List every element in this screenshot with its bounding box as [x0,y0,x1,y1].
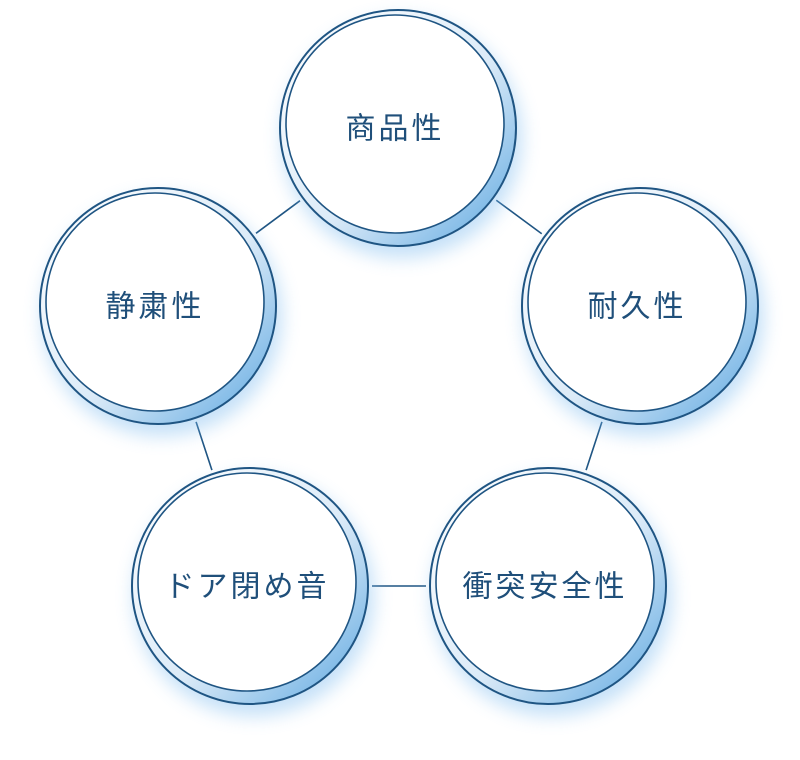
node-inner-disc [285,14,505,234]
node-inner-disc [527,192,747,412]
connector-quietness-marketability [255,200,301,234]
node-label: 商品性 [346,112,445,147]
node-inner-disc [45,192,265,412]
node-inner-disc [137,472,357,692]
connector-durability-crash-safety [585,421,603,471]
node-quietness: 静粛性 [39,187,282,436]
node-label: 静粛性 [106,290,205,325]
connector-marketability-durability [495,199,543,235]
node-marketability: 商品性 [279,9,522,258]
node-label: 耐久性 [588,290,687,325]
node-durability: 耐久性 [521,187,764,436]
node-crash-safety: 衝突安全性 [429,467,672,716]
node-label: 衝突安全性 [463,570,628,605]
node-label: ドア閉め音 [165,570,330,605]
node-door-closing-sound: ドア閉め音 [131,467,374,716]
node-inner-disc [435,472,655,692]
